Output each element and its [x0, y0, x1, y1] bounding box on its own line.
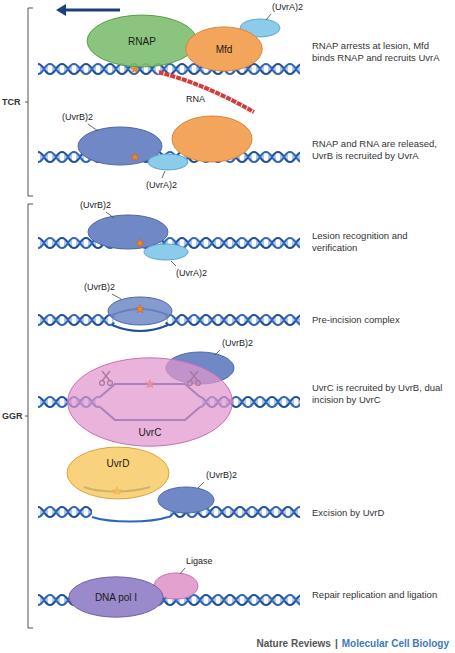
protein-label: (UvrB)2	[62, 112, 93, 122]
uvra-dimer	[144, 244, 188, 260]
leader-line	[198, 482, 204, 488]
protein-label: (UvrB)2	[206, 470, 237, 480]
protein-label: (UvrA)2	[272, 2, 303, 12]
protein-name: UvrC	[139, 427, 162, 438]
step-caption: RNAP arrests at lesion, Mfd binds RNAP a…	[312, 40, 450, 63]
node-ellipse	[69, 577, 163, 617]
ggr-bracket	[25, 204, 33, 628]
step-caption: RNAP and RNA are released, UvrB is recru…	[312, 138, 450, 161]
protein-label: Ligase	[186, 556, 213, 566]
leader-line	[266, 14, 271, 20]
uvrb-dimer	[158, 487, 214, 513]
leader-line	[162, 171, 165, 178]
lesion	[131, 153, 140, 161]
protein-label: (UvrB)2	[222, 338, 253, 348]
node-ellipse	[87, 15, 197, 67]
mfd-shape: Mfd	[185, 26, 263, 72]
separator: |	[335, 638, 338, 649]
uvrb-dimer	[108, 297, 172, 325]
leader-line	[88, 124, 98, 131]
lesion	[136, 305, 145, 313]
mfd-shape	[172, 116, 252, 162]
tcr-bracket	[25, 8, 33, 196]
step-caption: Repair replication and ligation	[312, 589, 450, 601]
step-caption: Lesion recognition and verification	[312, 230, 450, 253]
leader-line	[112, 294, 121, 299]
arrow-head	[56, 4, 66, 16]
uvrb-dimer	[88, 215, 168, 249]
section-label: GGR	[2, 411, 23, 421]
journal-name: Nature Reviews	[256, 638, 330, 649]
uvra-dimer	[148, 154, 188, 170]
node-ellipse	[68, 358, 233, 446]
single-strand	[92, 517, 168, 522]
rna-bases	[158, 72, 254, 112]
leader-line	[180, 568, 185, 574]
protein-label: (UvrB)2	[80, 200, 111, 210]
direction-arrow	[64, 9, 120, 12]
lesion	[136, 239, 145, 247]
step-caption: Pre-incision complex	[312, 314, 450, 326]
rnap-shape: RNAP	[86, 14, 198, 68]
protein-name: RNAP	[128, 36, 156, 47]
rna-strand	[158, 72, 254, 112]
node-ellipse	[67, 447, 169, 499]
section-label: TCR	[2, 97, 21, 107]
step-caption: UvrC is recruited by UvrB, dual incision…	[312, 382, 450, 405]
leader-line	[171, 261, 176, 266]
leader-line	[215, 350, 220, 355]
protein-label: (UvrB)2	[84, 282, 115, 292]
molecule-label: RNA	[186, 94, 205, 104]
protein-name: UvrD	[107, 458, 130, 469]
protein-label: (UvrA)2	[146, 180, 177, 190]
node-ellipse	[186, 27, 262, 71]
uvrd-shape: UvrD	[66, 446, 170, 500]
dna-helix	[38, 505, 92, 519]
journal-title: Molecular Cell Biology	[342, 638, 449, 649]
uvrc-shape: UvrC	[66, 356, 234, 448]
dna-pol-shape: DNA pol I	[68, 576, 164, 618]
protein-name: DNA pol I	[95, 592, 137, 603]
protein-label: (UvrA)2	[176, 268, 207, 278]
step-caption: Excision by UvrD	[312, 507, 450, 519]
node-outline	[66, 446, 170, 500]
leader-line	[106, 212, 114, 218]
protein-name: Mfd	[216, 44, 233, 55]
